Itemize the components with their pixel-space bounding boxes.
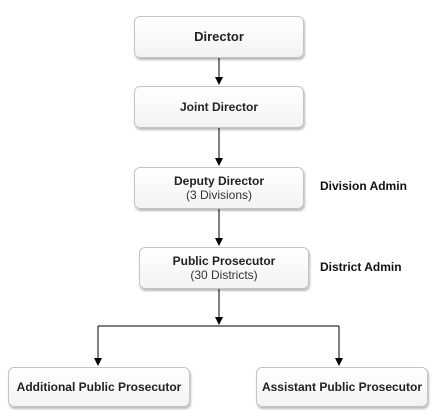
node-joint-director-title: Joint Director	[179, 100, 258, 114]
node-deputy-director: Deputy Director (3 Divisions)	[134, 167, 304, 209]
node-additional-public-prosecutor: Additional Public Prosecutor	[8, 367, 190, 407]
node-public-prosecutor-title: Public Prosecutor	[172, 254, 276, 268]
node-assistant-public-prosecutor: Assistant Public Prosecutor	[256, 367, 428, 407]
node-public-prosecutor-subtitle: (30 Districts)	[190, 268, 258, 282]
node-assistant-public-prosecutor-title: Assistant Public Prosecutor	[261, 380, 423, 394]
district-admin-label: District Admin	[320, 260, 402, 274]
division-admin-label: Division Admin	[320, 179, 407, 193]
node-additional-public-prosecutor-title: Additional Public Prosecutor	[16, 380, 182, 394]
node-deputy-director-subtitle: (3 Divisions)	[185, 188, 252, 202]
node-public-prosecutor: Public Prosecutor (30 Districts)	[139, 247, 309, 289]
node-deputy-director-title: Deputy Director	[173, 174, 265, 188]
node-director-title: Director	[194, 29, 244, 44]
node-joint-director: Joint Director	[134, 86, 304, 128]
node-director: Director	[134, 16, 304, 58]
